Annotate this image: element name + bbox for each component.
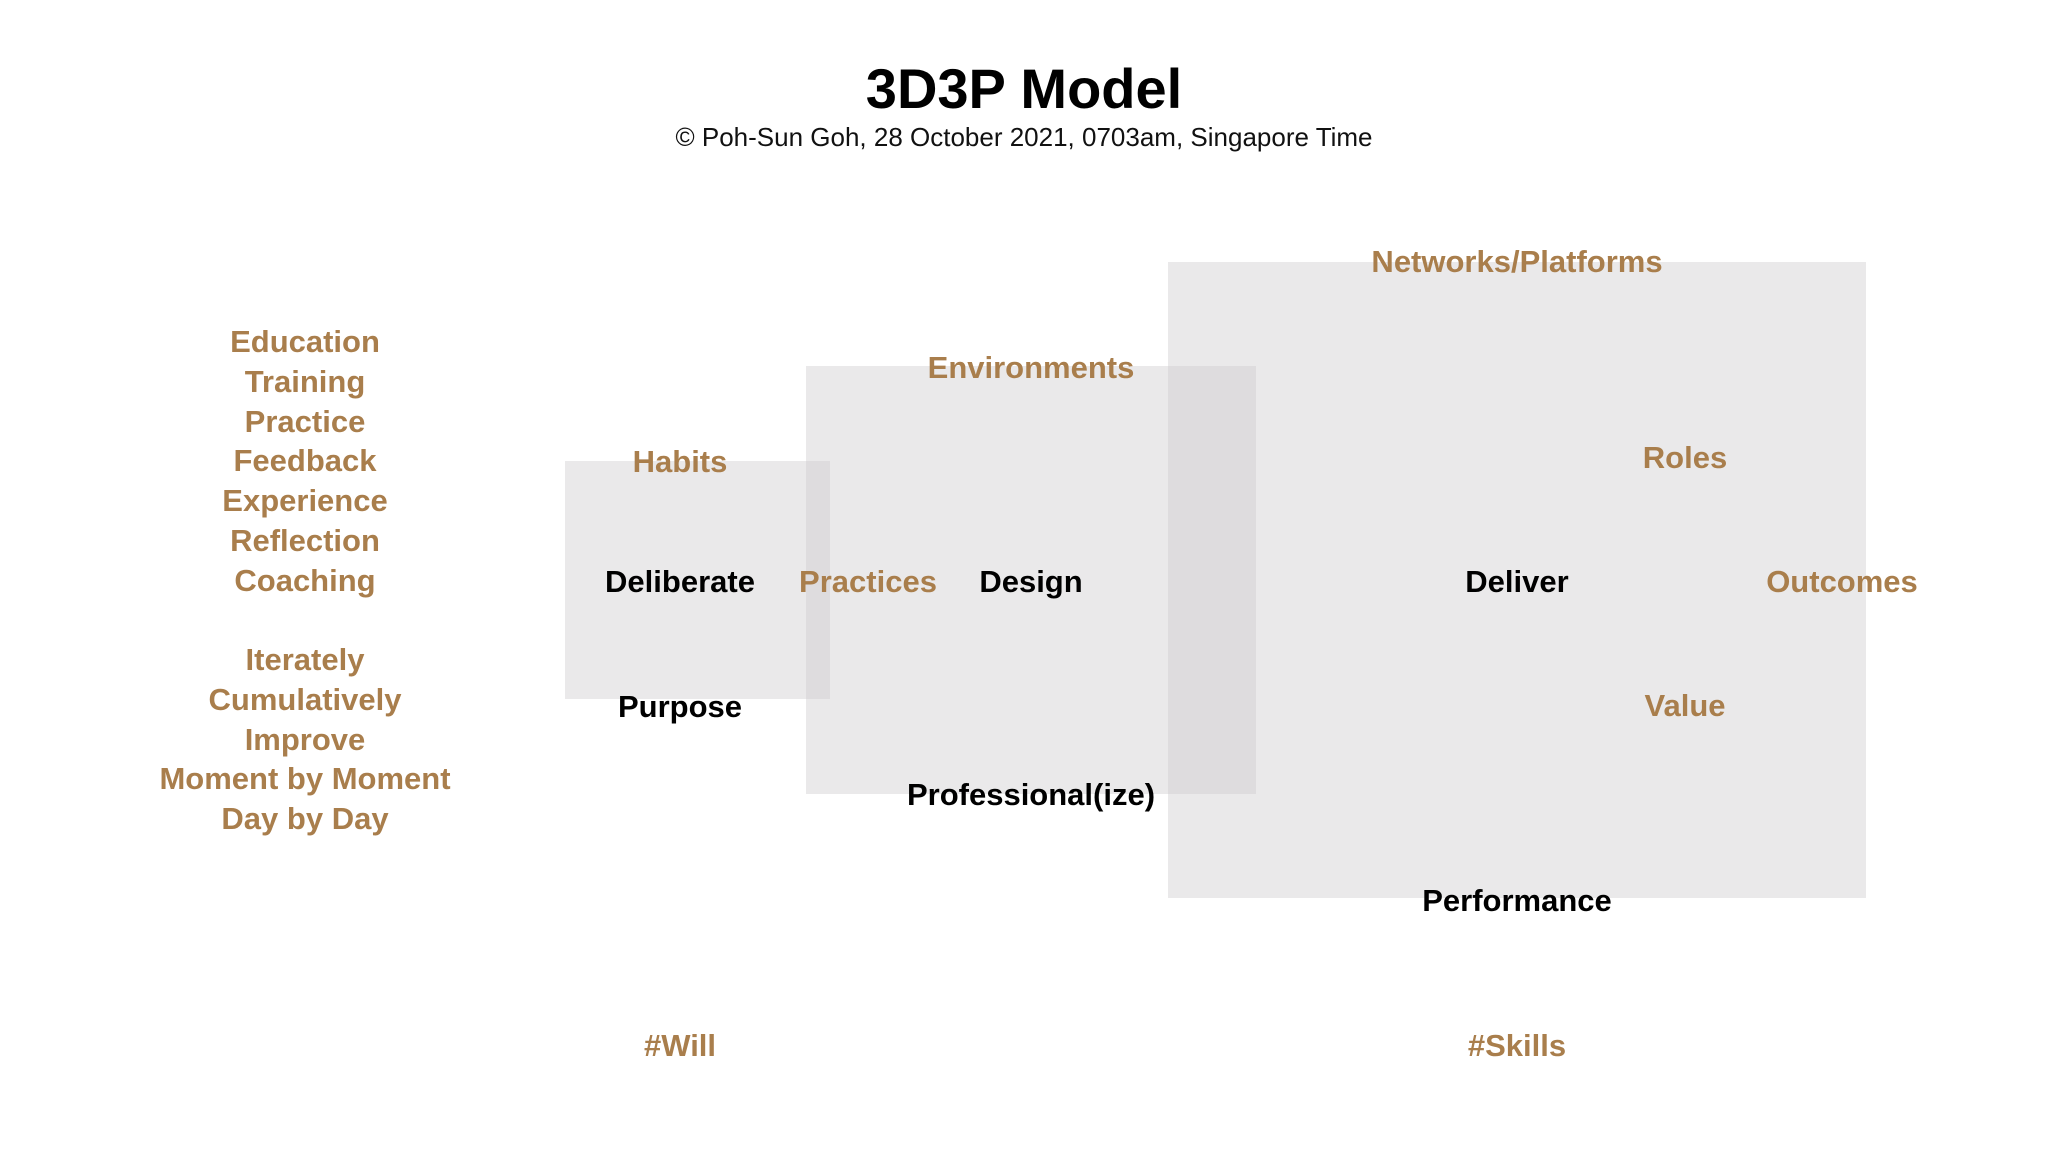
list-item: Improve [244,721,366,757]
list-item: Training [244,363,366,399]
design-label: Design [979,564,1083,599]
list-item: Coaching [234,562,376,598]
list-item: Iterately [245,642,365,677]
roles-label: Roles [1642,440,1728,475]
list-item: Cumulatively [208,681,402,717]
list-item: Day by Day [221,801,389,837]
page-title: 3D3P Model [865,57,1183,120]
professionalize-label: Professional(ize) [906,777,1156,812]
design-box [806,366,1256,794]
list-item: Moment by Moment [159,761,451,797]
list-item: Education [230,324,380,359]
deliver-label: Deliver [1465,564,1569,599]
purpose-label: Purpose [617,689,743,724]
skills-hashtag: #Skills [1467,1028,1567,1063]
will-hashtag: #Will [643,1028,717,1063]
performance-label: Performance [1422,883,1612,918]
left-list-practices: Education Training Practice Feedback Exp… [222,322,387,601]
list-item: Experience [222,483,388,519]
deliberate-label: Deliberate [605,564,755,599]
deliberate-box [565,461,830,699]
environments-label: Environments [927,350,1135,385]
left-list-improve: Iterately Cumulatively Improve Moment by… [159,640,450,839]
practices-label: Practices [799,564,937,599]
value-label: Value [1644,688,1726,723]
list-item: Practice [244,403,366,439]
habits-label: Habits [632,444,728,479]
networks-platforms-label: Networks/Platforms [1371,244,1663,279]
outcomes-label: Outcomes [1766,564,1918,599]
deliver-box [1168,262,1866,898]
page-subtitle: © Poh-Sun Goh, 28 October 2021, 0703am, … [675,122,1373,152]
list-item: Reflection [230,522,380,558]
list-item: Feedback [233,443,377,479]
